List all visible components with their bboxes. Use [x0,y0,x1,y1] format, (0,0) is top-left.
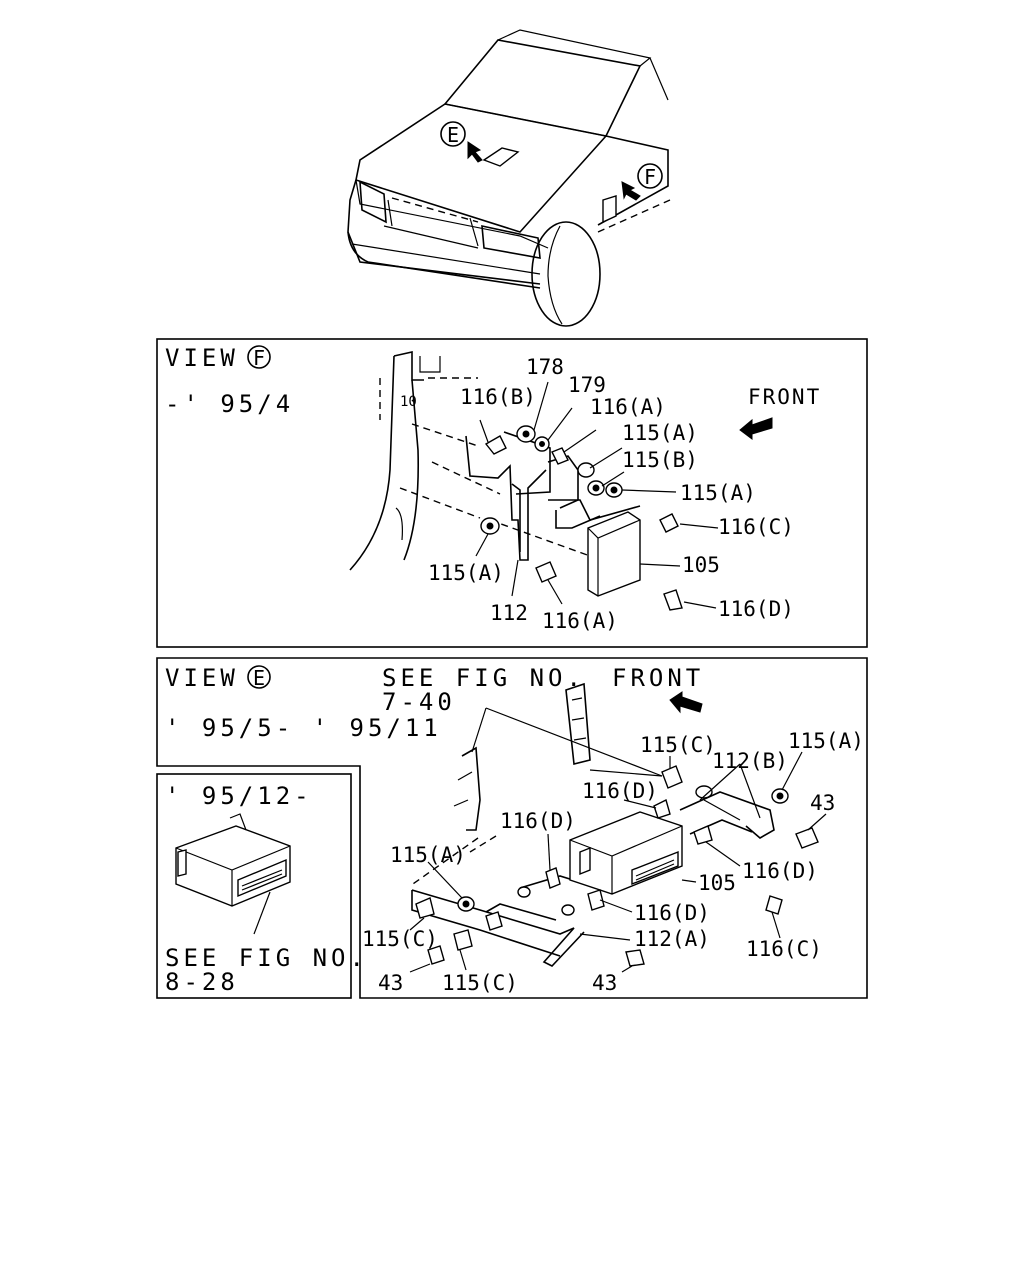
view-f-title-marker: F [253,346,265,370]
callout-e-115c-bottom: 115(C) [442,971,518,995]
view-f-assembly: 10 [349,351,719,611]
panel-inset [156,773,352,999]
callout-e-115a-right: 115(A) [788,729,864,753]
view-e-title-marker: E [253,666,265,690]
view-f-title: VIEW [165,344,239,372]
inset-ecu [175,813,291,935]
callout-116a-top: 116(A) [590,395,666,419]
callout-e-43-bottom: 43 [592,971,617,995]
callout-116d: 116(D) [718,597,794,621]
callout-e-105: 105 [698,871,736,895]
view-e-see-fig-no: 7-40 [382,688,456,716]
callout-e-43-left: 43 [378,971,403,995]
inset-see-fig: SEE FIG NO. [165,944,368,972]
view-e-period: ' 95/5- ' 95/11 [165,714,442,742]
callout-e-112a: 112(A) [634,927,710,951]
callout-e-43-right: 43 [810,791,835,815]
view-e-front-label: FRONT [612,664,704,692]
inset-see-fig-no: 8-28 [165,968,239,996]
callout-105: 105 [682,553,720,577]
view-e-title: VIEW [165,664,239,692]
callout-178: 178 [526,355,564,379]
view-e-front-arrow [669,691,703,714]
view-f-marker: F [644,165,656,189]
callout-116c: 116(C) [718,515,794,539]
callout-116a-bottom: 116(A) [542,609,618,633]
inset-period: ' 95/12- [165,782,313,810]
callout-e-116d-mid: 116(D) [500,809,576,833]
callout-e-115c-top: 115(C) [640,733,716,757]
view-e-see-fig: SEE FIG NO. [382,664,585,692]
callout-e-115a-left: 115(A) [390,843,466,867]
callout-e-116d-right: 116(D) [742,859,818,883]
callout-116b: 116(B) [460,385,536,409]
callout-e-116c: 116(C) [746,937,822,961]
view-f-front-label: FRONT [748,385,821,409]
view-f-period: -' 95/4 [165,390,294,418]
vehicle-overview [347,29,671,327]
view-e-marker: E [447,123,459,147]
view-f-front-arrow [739,417,773,440]
callout-115a-right: 115(A) [680,481,756,505]
view-f-pointer: F [621,163,663,201]
callout-112: 112 [490,601,528,625]
callout-115a-left: 115(A) [428,561,504,585]
svg-text:10: 10 [400,394,417,410]
callout-115b: 115(B) [622,448,698,472]
callout-e-112b: 112(B) [712,749,788,773]
view-e-assembly [409,682,827,973]
panel-view-f [156,338,868,648]
view-e-pointer: E [440,121,483,163]
callout-e-116d-bottom: 116(D) [634,901,710,925]
callout-e-116d-top: 116(D) [582,779,658,803]
callout-179: 179 [568,373,606,397]
panel-view-e [156,657,868,999]
callout-115a-top: 115(A) [622,421,698,445]
callout-e-115c-left: 115(C) [362,927,438,951]
